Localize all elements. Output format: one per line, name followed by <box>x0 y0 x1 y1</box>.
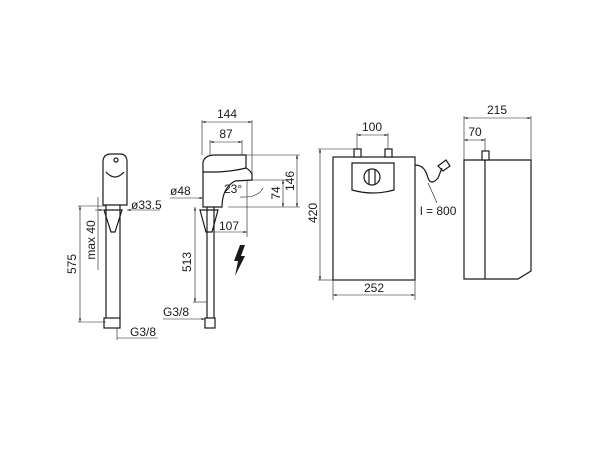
dim-144: 144 <box>217 107 237 121</box>
dim-100: 100 <box>362 120 382 134</box>
heater-side-view: 215 70 <box>463 103 532 280</box>
faucet-front-view: 144 87 146 74 23° ø48 107 513 G3/8 <box>163 107 300 329</box>
dim-252: 252 <box>364 281 384 295</box>
dim-420: 420 <box>306 203 320 223</box>
lightning-bolt-icon <box>234 245 245 276</box>
faucet-side-view: 575 max 40 ø33.5 G3/8 <box>65 153 162 340</box>
dim-74: 74 <box>269 186 283 200</box>
dim-575: 575 <box>65 254 79 274</box>
dim-thread-side: G3/8 <box>130 325 156 339</box>
dim-146: 146 <box>283 171 297 191</box>
dim-diameter-33-5: ø33.5 <box>131 198 162 212</box>
dim-cable-length: l = 800 <box>420 204 457 218</box>
dim-max-40: max 40 <box>84 220 98 260</box>
dim-107: 107 <box>219 219 239 233</box>
dim-thread-front: G3/8 <box>163 305 189 319</box>
dim-513: 513 <box>180 252 194 272</box>
dim-70: 70 <box>468 125 482 139</box>
heater-front-view: 100 420 252 l = 800 <box>306 120 457 300</box>
dim-angle-23: 23° <box>224 182 242 196</box>
dim-diameter-48: ø48 <box>170 184 191 198</box>
dim-87: 87 <box>219 127 233 141</box>
dim-215: 215 <box>487 103 507 117</box>
